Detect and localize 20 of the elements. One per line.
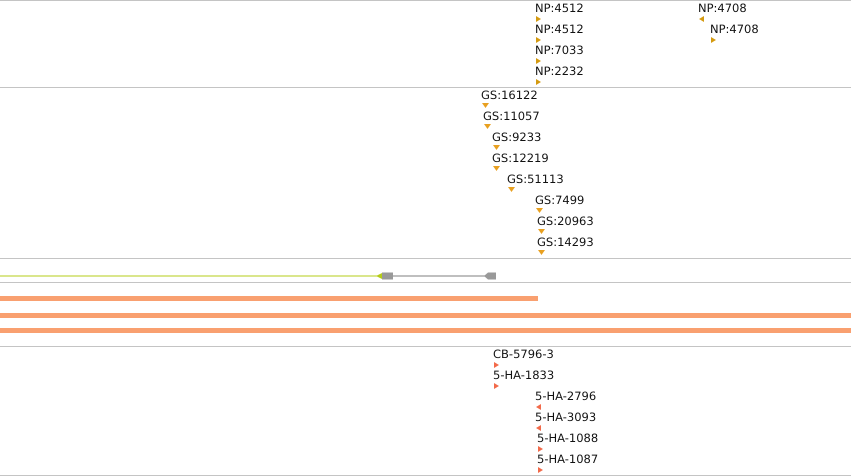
feature-label: GS:16122 bbox=[481, 89, 538, 102]
feature-label: CB-5796-3 bbox=[493, 348, 554, 361]
feature-label: GS:11057 bbox=[483, 110, 540, 123]
feature-label: GS:20963 bbox=[537, 215, 594, 228]
feature-label: NP:2232 bbox=[535, 65, 584, 78]
feature-label: GS:14293 bbox=[537, 236, 594, 249]
feature-label: NP:4708 bbox=[710, 23, 759, 36]
feature-label: 5-HA-1833 bbox=[493, 369, 554, 382]
feature-label: GS:12219 bbox=[492, 152, 549, 165]
feature-label: NP:7033 bbox=[535, 44, 584, 57]
feature-label: GS:7499 bbox=[535, 194, 584, 207]
feature-label: 5-HA-1088 bbox=[537, 432, 598, 445]
feature-label: NP:4512 bbox=[535, 2, 584, 15]
feature-label: GS:51113 bbox=[507, 173, 564, 186]
feature-label: NP:4708 bbox=[698, 2, 747, 15]
feature-label: NP:4512 bbox=[535, 23, 584, 36]
feature-label: 5-HA-2796 bbox=[535, 390, 596, 403]
feature-label: 5-HA-3093 bbox=[535, 411, 596, 424]
feature-label: GS:9233 bbox=[492, 131, 542, 144]
feature-label: 5-HA-1087 bbox=[537, 453, 598, 466]
